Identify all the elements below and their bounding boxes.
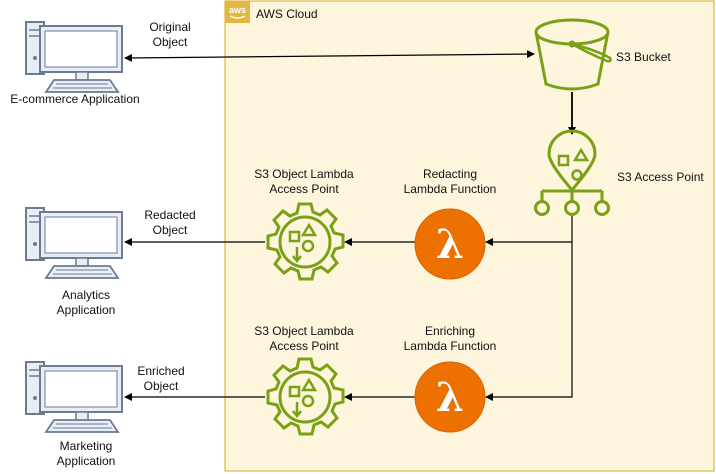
svg-text:Redacted: Redacted xyxy=(144,208,195,222)
desktop-computer-icon xyxy=(25,207,123,279)
olap1-label-line2: Access Point xyxy=(269,182,339,196)
svg-text:aws: aws xyxy=(229,5,246,15)
enriching-lambda-node[interactable]: Enriching Lambda Function λ xyxy=(404,324,497,433)
olap1-label-line1: S3 Object Lambda xyxy=(254,167,354,181)
lambda-icon: λ xyxy=(414,361,486,433)
desktop-computer-icon xyxy=(25,21,123,93)
edge-accesspoint-enriching xyxy=(485,242,573,401)
s3-bucket-label: S3 Bucket xyxy=(616,50,671,64)
marketing-application-node[interactable]: Marketing Application xyxy=(25,361,123,468)
svg-text:Object: Object xyxy=(153,35,188,49)
aws-cloud-title: AWS Cloud xyxy=(256,7,318,21)
redacting-lambda-label-line2: Lambda Function xyxy=(404,182,497,196)
marketing-label-line1: Marketing xyxy=(60,439,113,453)
svg-text:λ: λ xyxy=(436,221,464,268)
analytics-label-line1: Analytics xyxy=(62,288,110,302)
edge-label-original: Original Object xyxy=(149,20,190,49)
svg-text:Object: Object xyxy=(153,223,188,237)
object-lambda-access-point-2-node[interactable]: S3 Object Lambda Access Point xyxy=(254,324,354,436)
s3-access-point-label: S3 Access Point xyxy=(617,170,704,184)
analytics-application-node[interactable]: Analytics Application xyxy=(25,207,123,317)
svg-text:Original: Original xyxy=(149,20,190,34)
s3-bucket-node[interactable]: S3 Bucket xyxy=(534,18,671,91)
edge-ecommerce-s3 xyxy=(124,50,535,62)
object-lambda-access-point-1-node[interactable]: S3 Object Lambda Access Point xyxy=(254,167,354,281)
olap2-label-line1: S3 Object Lambda xyxy=(254,324,354,338)
s3-access-point-node[interactable]: S3 Access Point xyxy=(534,129,705,216)
svg-text:Object: Object xyxy=(144,379,179,393)
ecommerce-application-node[interactable]: E-commerce Application xyxy=(10,21,140,106)
s3-bucket-icon xyxy=(534,18,612,91)
edge-label-redacted: Redacted Object xyxy=(144,208,195,237)
edges xyxy=(124,50,576,401)
ecommerce-label: E-commerce Application xyxy=(10,92,139,106)
svg-text:λ: λ xyxy=(436,374,464,421)
marketing-label-line2: Application xyxy=(57,454,116,468)
desktop-computer-icon xyxy=(25,361,123,433)
aws-logo-icon: aws xyxy=(225,1,250,23)
enriching-lambda-label-line2: Lambda Function xyxy=(404,339,497,353)
enriching-lambda-label-line1: Enriching xyxy=(425,324,475,338)
edge-label-enriched: Enriched Object xyxy=(137,364,184,393)
lambda-icon: λ xyxy=(414,208,486,280)
redacting-lambda-node[interactable]: Redacting Lambda Function λ xyxy=(404,167,497,280)
analytics-label-line2: Application xyxy=(57,303,116,317)
olap2-label-line2: Access Point xyxy=(269,339,339,353)
s3-access-point-icon xyxy=(534,129,610,216)
svg-text:Enriched: Enriched xyxy=(137,364,184,378)
redacting-lambda-label-line1: Redacting xyxy=(423,167,477,181)
